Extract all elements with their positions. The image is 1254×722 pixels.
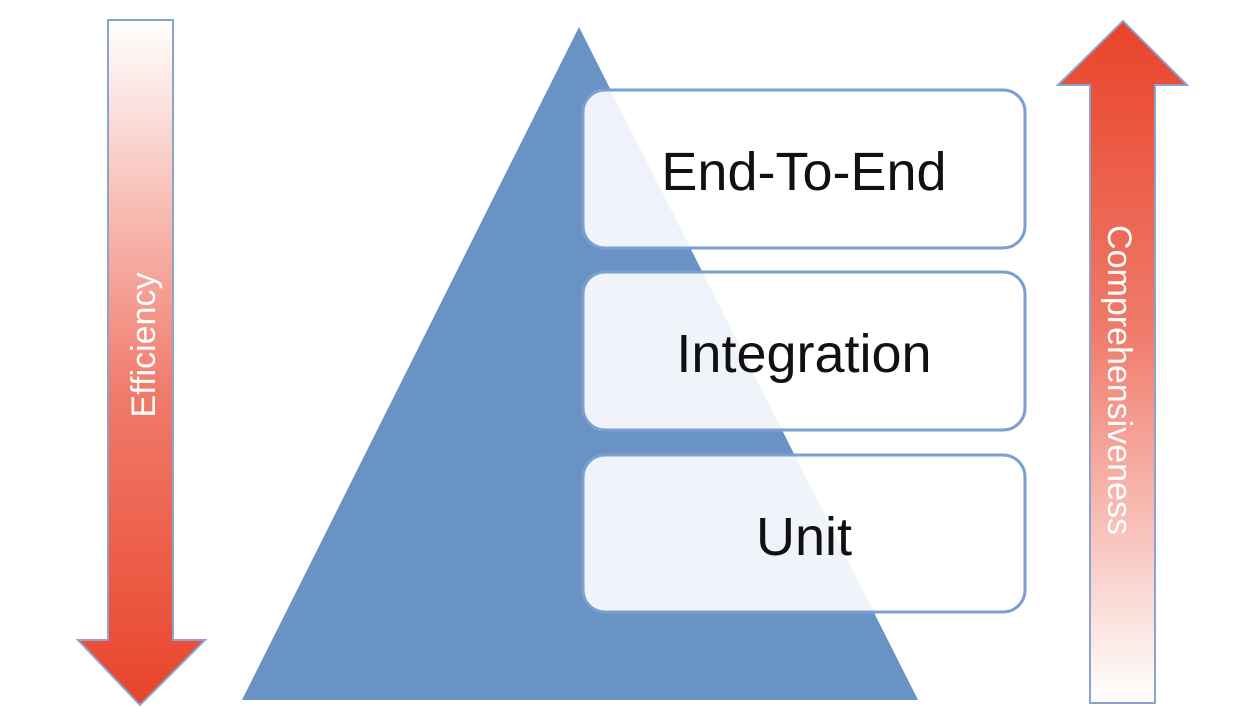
arrow-up-icon — [1055, 19, 1190, 704]
level-label: Integration — [676, 324, 931, 384]
efficiency-label: Efficiency — [125, 273, 163, 418]
efficiency-arrow: Efficiency — [75, 19, 208, 707]
level-box-unit: Unit — [581, 453, 1027, 614]
arrow-down-icon — [75, 19, 208, 707]
level-label: Unit — [756, 507, 852, 567]
level-box-integration: Integration — [581, 270, 1027, 432]
level-label: End-To-End — [661, 142, 946, 202]
comprehensiveness-arrow: Comprehensiveness — [1055, 19, 1190, 704]
level-box-end-to-end: End-To-End — [581, 88, 1027, 250]
comprehensiveness-label: Comprehensiveness — [1100, 225, 1138, 535]
